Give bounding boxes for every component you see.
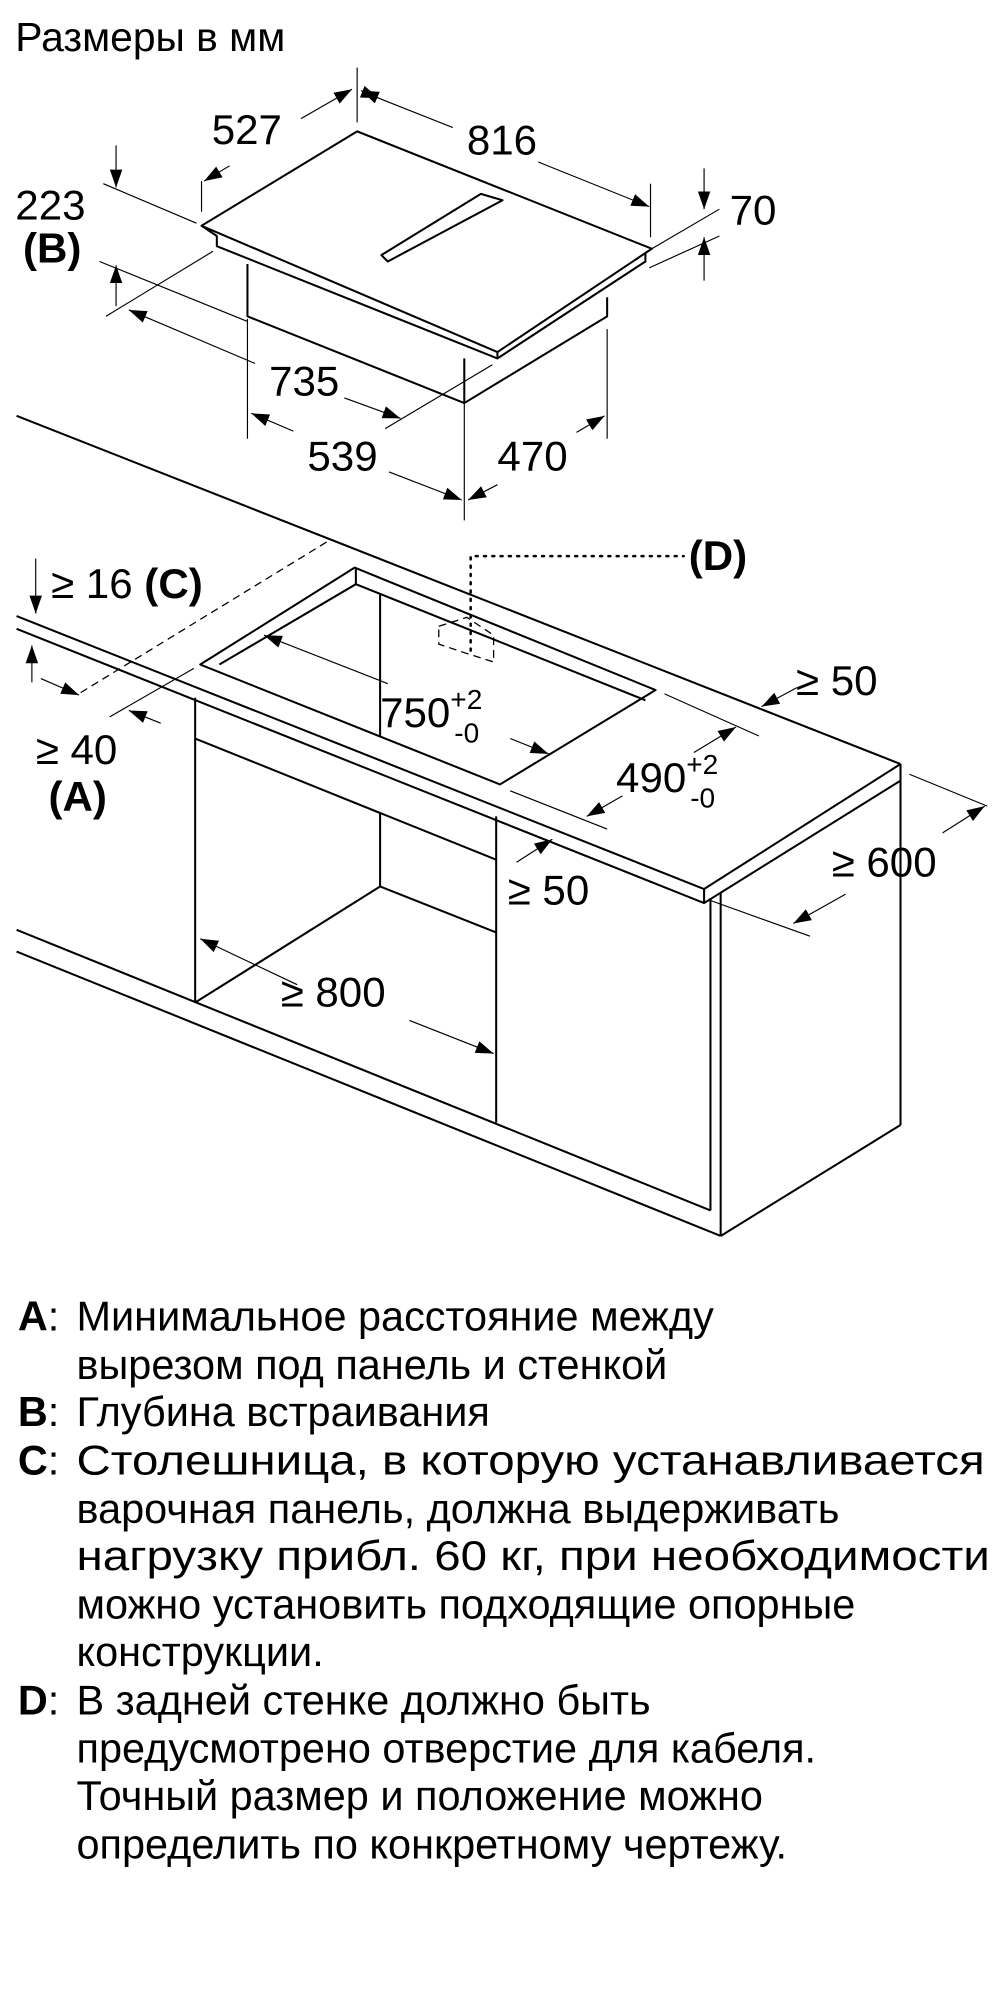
worktop-ref: (C) [144, 560, 202, 607]
dim-back-gap: ≥ 50 [796, 657, 878, 704]
dim-527: 527 [212, 106, 282, 153]
vent-slot [380, 192, 504, 263]
hob-dimension-lines [99, 67, 720, 521]
legend-d-line: предусмотрено отверстие для кабеля. [77, 1725, 817, 1772]
legend-d-line: определить по конкретному чертежу. [77, 1820, 788, 1867]
dim-735: 735 [269, 357, 339, 404]
page-title: Размеры в мм [15, 14, 285, 60]
legend-a-line: вырезом под панель и стенкой [77, 1341, 668, 1388]
legend-c-line: нагрузку прибл. 60 кг, при необходимости [77, 1532, 990, 1579]
dim-750: 750+2-0 [380, 684, 482, 748]
cutout-dimension-lines [25, 541, 988, 1055]
dim-70: 70 [730, 186, 777, 233]
legend-letter-c: C: [18, 1436, 59, 1483]
legend-b-line: Глубина встраивания [77, 1388, 490, 1435]
legend-d-line: В задней стенке должно быть [77, 1676, 651, 1723]
legend-a-line: Минимальное расстояние между [77, 1292, 715, 1339]
dim-worktop-min: ≥ 16 (C) [51, 560, 203, 607]
dim-539: 539 [307, 433, 377, 480]
dim-front-gap: ≥ 50 [508, 866, 590, 913]
legend-letter-d: D: [18, 1676, 59, 1723]
legend: A: Минимальное расстояние между вырезом … [18, 1292, 990, 1867]
dim-490: 490+2-0 [616, 749, 718, 813]
worktop-cabinet-drawing [16, 414, 902, 1237]
dim-wall-gap: ≥ 40 [36, 726, 118, 773]
dim-cabinet-width: ≥ 800 [281, 968, 386, 1015]
legend-letter-b: B: [18, 1388, 59, 1435]
cutout [199, 566, 657, 786]
dim-223: 223 [15, 181, 85, 228]
legend-d-line: Точный размер и положение можно [77, 1772, 763, 1819]
legend-c-line: конструкции. [77, 1628, 324, 1675]
dim-223-ref: (B) [23, 225, 81, 272]
cable-ref: (D) [689, 532, 747, 579]
cable-opening [438, 616, 495, 663]
legend-c-line: варочная панель, должна выдерживать [77, 1485, 840, 1532]
legend-c-line: Столешница, в которую устанавливается [77, 1436, 985, 1483]
dim-470: 470 [497, 433, 567, 480]
dim-worktop-depth: ≥ 600 [832, 838, 937, 885]
dim-wall-gap-ref: (A) [48, 773, 106, 820]
dim-816: 816 [467, 116, 537, 163]
legend-letter-a: A: [18, 1292, 59, 1339]
legend-c-line: можно установить подходящие опорные [77, 1581, 856, 1628]
